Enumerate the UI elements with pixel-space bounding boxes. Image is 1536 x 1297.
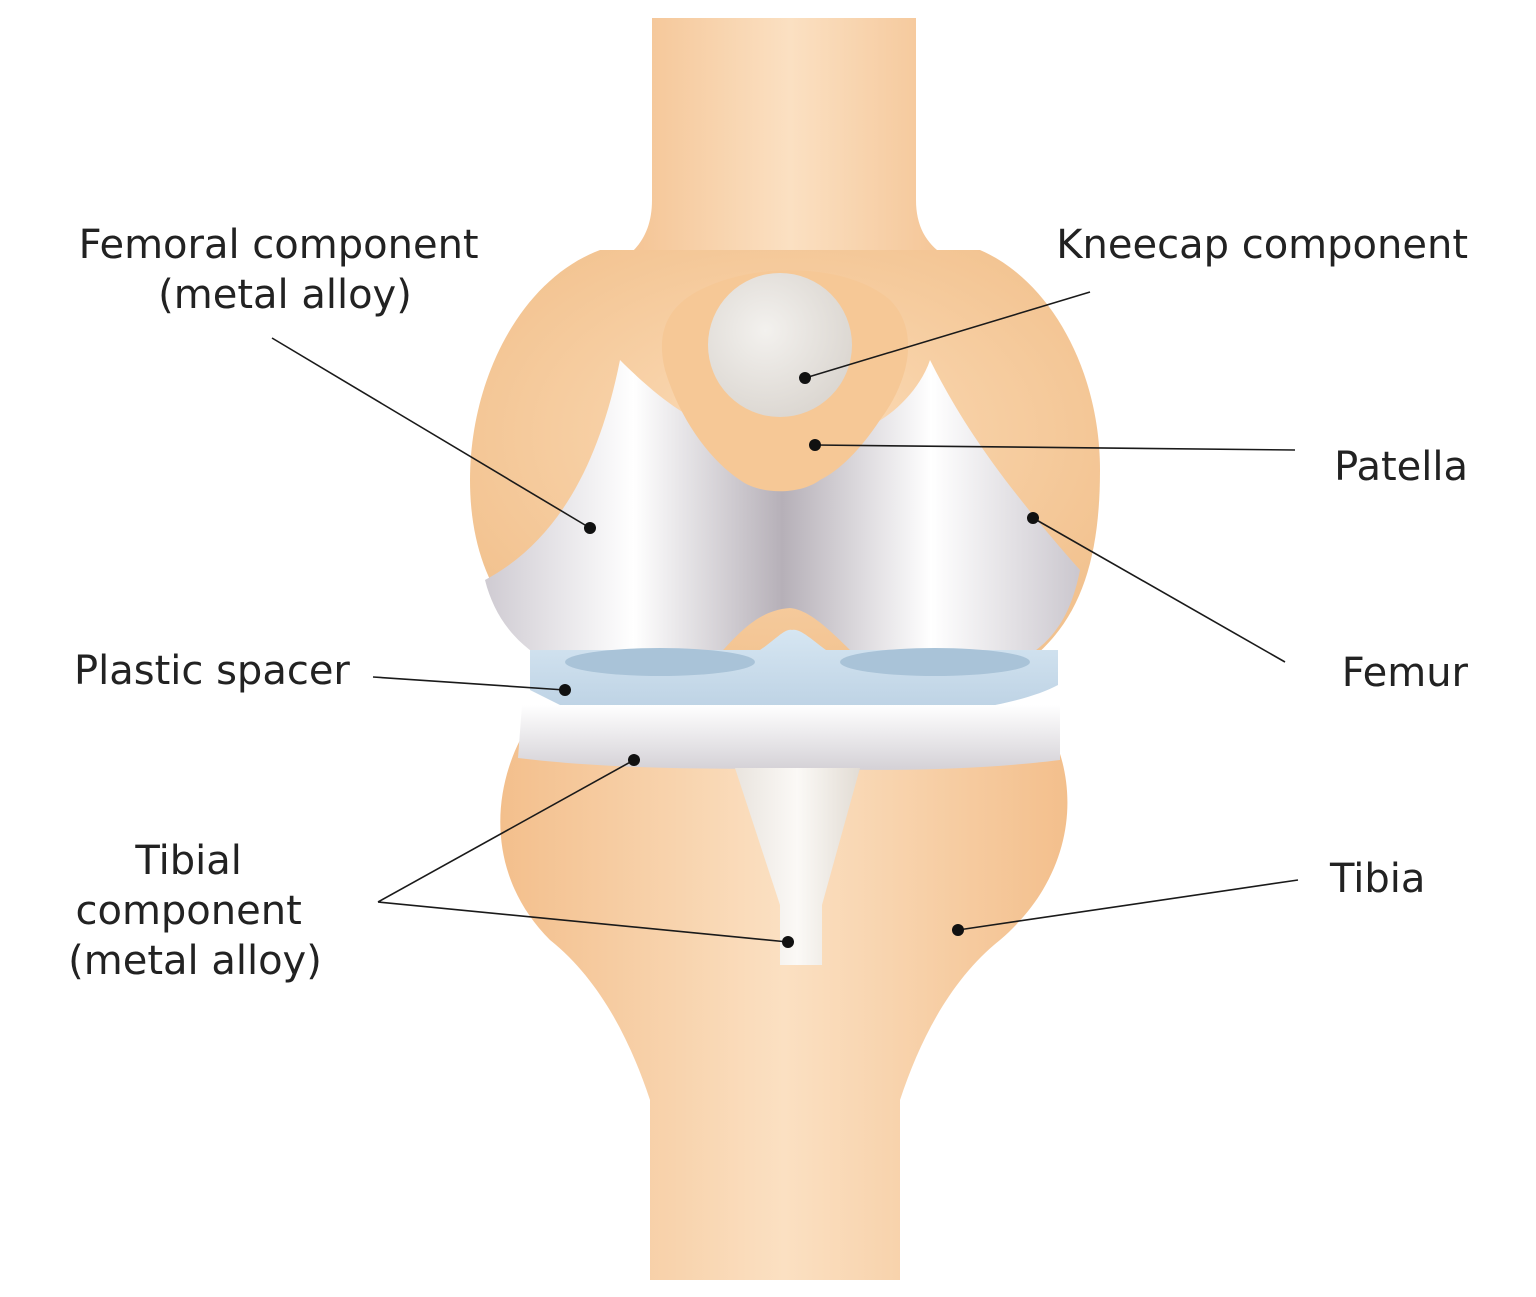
kneecap-component-dot xyxy=(799,372,811,384)
patella-label: Patella xyxy=(1334,444,1468,490)
patella-dot xyxy=(809,439,821,451)
tibial-stem-shape xyxy=(735,768,860,965)
plastic-spacer-label: Plastic spacer xyxy=(74,648,350,694)
tibia-shape xyxy=(500,740,1068,1280)
tibial-tray-leader xyxy=(377,759,635,903)
tibial-tray-shape xyxy=(518,705,1060,770)
femoral-component-leader xyxy=(271,337,591,529)
femoral-component-shape xyxy=(485,360,1080,679)
femoral-component-label: Femoral component (metal alloy) xyxy=(79,222,492,318)
spacer-right-socket xyxy=(840,648,1030,676)
femur-dot xyxy=(1027,512,1039,524)
tibia-dot xyxy=(952,924,964,936)
femoral-component-dot xyxy=(584,522,596,534)
femur-label: Femur xyxy=(1342,650,1469,696)
kneecap-component-leader xyxy=(804,291,1091,379)
plastic-spacer-dot xyxy=(559,684,571,696)
tibial-component-label: Tibial component (metal alloy) xyxy=(68,838,322,984)
tibia-leader xyxy=(957,879,1299,931)
patella-leader xyxy=(814,444,1296,451)
tibia-label: Tibia xyxy=(1329,856,1425,902)
spacer-left-socket xyxy=(565,648,755,676)
femur-leader xyxy=(1032,517,1286,663)
femur-shaft xyxy=(600,18,980,270)
kneecap-component-label: Kneecap component xyxy=(1056,222,1468,268)
plastic-spacer-leader xyxy=(372,676,566,691)
kneecap-component-shape xyxy=(708,273,852,417)
tibial-tray-dot xyxy=(628,754,640,766)
tibial-stem-dot xyxy=(782,936,794,948)
tibial-stem-leader xyxy=(377,901,789,943)
